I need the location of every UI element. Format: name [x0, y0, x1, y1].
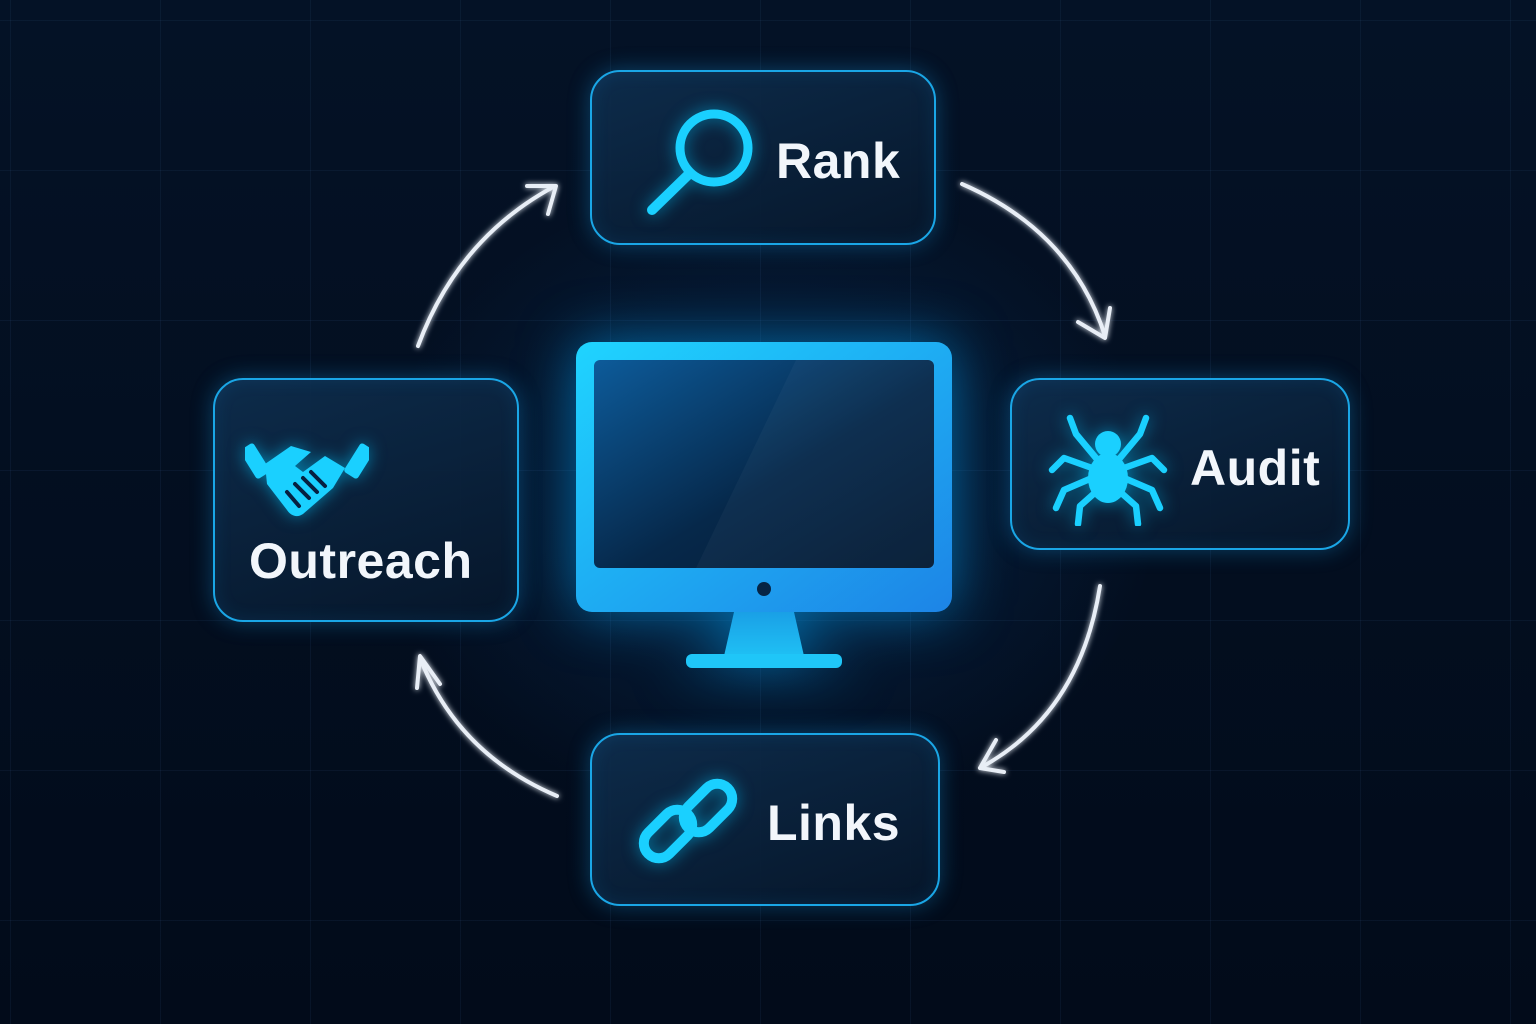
- edge-links-to-outreach: [415, 654, 559, 798]
- spider-icon: [1048, 414, 1168, 526]
- monitor-icon: [576, 342, 952, 668]
- edge-outreach-to-rank: [416, 184, 558, 348]
- edge-rank-to-audit: [960, 182, 1112, 340]
- node-outreach: Outreach: [213, 378, 519, 622]
- node-label-outreach: Outreach: [249, 533, 473, 589]
- edge-audit-to-links: [978, 584, 1102, 774]
- node-rank: Rank: [590, 70, 936, 245]
- node-audit: Audit: [1010, 378, 1350, 550]
- node-label-links: Links: [767, 795, 901, 851]
- node-links: Links: [590, 733, 940, 906]
- node-label-audit: Audit: [1190, 440, 1321, 496]
- magnifying-glass-icon: [647, 109, 753, 215]
- handshake-icon: [245, 443, 369, 517]
- chain-link-icon: [638, 778, 738, 864]
- node-label-rank: Rank: [776, 133, 901, 189]
